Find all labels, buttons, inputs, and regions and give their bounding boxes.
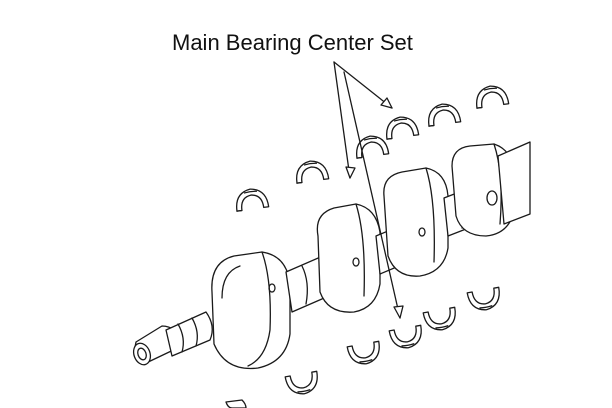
leader-line-lower — [343, 71, 401, 319]
lower-bearing-shell — [422, 306, 459, 334]
lower-bearing-shell-partial — [225, 399, 247, 408]
upper-bearing-shell-center-set — [383, 114, 420, 140]
lower-bearing-shell — [346, 340, 383, 368]
arrowhead-lower — [393, 305, 404, 319]
arrowhead-upper-right — [380, 97, 393, 109]
callout-leader-lines — [333, 61, 404, 319]
upper-bearing-shell — [473, 83, 510, 109]
callout-label: Main Bearing Center Set — [172, 30, 413, 55]
lower-bearing-shell — [466, 286, 503, 314]
leader-line-upper-right — [333, 61, 393, 109]
upper-bearing-shell — [425, 101, 462, 127]
lower-bearing-shell — [284, 370, 321, 398]
upper-bearing-shell — [293, 158, 330, 184]
arrowhead-upper-left — [345, 166, 356, 179]
lower-bearing-shells — [225, 286, 503, 408]
lower-bearing-shell-center-set — [388, 324, 425, 352]
crankshaft — [132, 141, 531, 370]
upper-bearing-shell — [233, 186, 270, 212]
leader-line-upper-left — [333, 61, 351, 179]
